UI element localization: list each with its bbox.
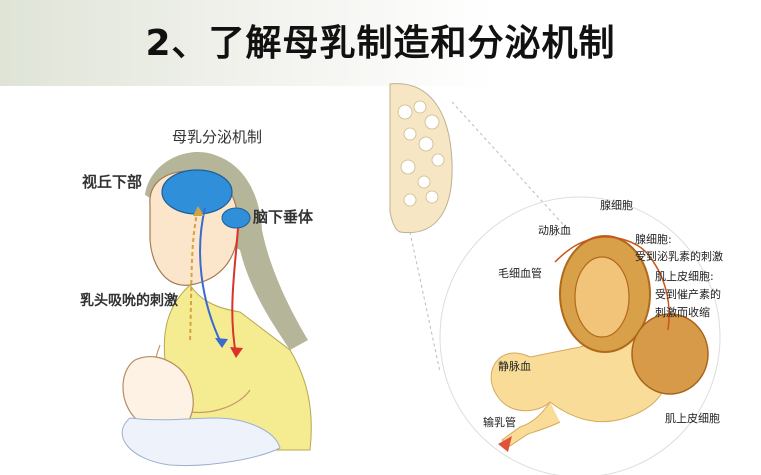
pituitary-shape bbox=[221, 207, 251, 229]
breastfeeding-illustration: 母乳分泌机制 视丘下部 脑下垂体 乳头吸吮的刺激 bbox=[40, 100, 360, 470]
lobules bbox=[397, 100, 445, 207]
secondary-alveolus bbox=[631, 313, 709, 395]
baby-head bbox=[122, 355, 194, 432]
label-myo-1: 肌上皮细胞: bbox=[655, 270, 714, 283]
label-myo-3: 刺激而收缩 bbox=[655, 306, 710, 319]
hypothalamus-shape bbox=[161, 169, 233, 215]
label-prolactin-1: 腺细胞: bbox=[635, 233, 672, 246]
blue-arrowhead bbox=[215, 338, 228, 348]
label-prolactin-2: 受到泌乳素的刺激 bbox=[635, 250, 723, 263]
red-arrow bbox=[231, 227, 239, 356]
duct-arrow bbox=[498, 436, 512, 452]
label-alveolus: 腺细胞 bbox=[600, 199, 633, 212]
mechanism-heading: 母乳分泌机制 bbox=[172, 128, 263, 146]
label-myoepithelial: 肌上皮细胞 bbox=[665, 412, 720, 425]
alveolus-illustration: 腺细胞 动脉血 腺细胞: 受到泌乳素的刺激 毛细血管 肌上皮细胞: 受到催产素的… bbox=[380, 72, 761, 475]
label-vein: 静脉血 bbox=[498, 360, 531, 373]
magnified-circle bbox=[439, 196, 721, 475]
pituitary-label: 脑下垂体 bbox=[253, 208, 314, 226]
header-band bbox=[0, 0, 761, 86]
label-myo-2: 受到催产素的 bbox=[655, 288, 721, 301]
alveolus-lumen bbox=[574, 256, 630, 338]
hypothalamus-label: 视丘下部 bbox=[82, 173, 143, 191]
nerve-signal-arrowhead bbox=[193, 206, 204, 216]
label-duct: 输乳管 bbox=[483, 416, 516, 429]
slide-title: 2、了解母乳制造和分泌机制 bbox=[145, 23, 616, 64]
blue-arrow bbox=[199, 207, 223, 346]
label-capillary: 毛细血管 bbox=[498, 267, 542, 280]
gland-drawing bbox=[389, 83, 721, 475]
mother-baby-drawing bbox=[121, 151, 312, 467]
baby-body bbox=[121, 417, 281, 467]
vessel-network bbox=[554, 236, 670, 331]
connector-line-bottom bbox=[409, 231, 441, 373]
nipple-stimulus-label: 乳头吸吮的刺激 bbox=[80, 293, 178, 309]
connector-line-top bbox=[451, 101, 571, 233]
label-artery: 动脉血 bbox=[538, 224, 571, 237]
red-arrowhead bbox=[230, 347, 243, 358]
nerve-signal-line bbox=[189, 209, 199, 341]
